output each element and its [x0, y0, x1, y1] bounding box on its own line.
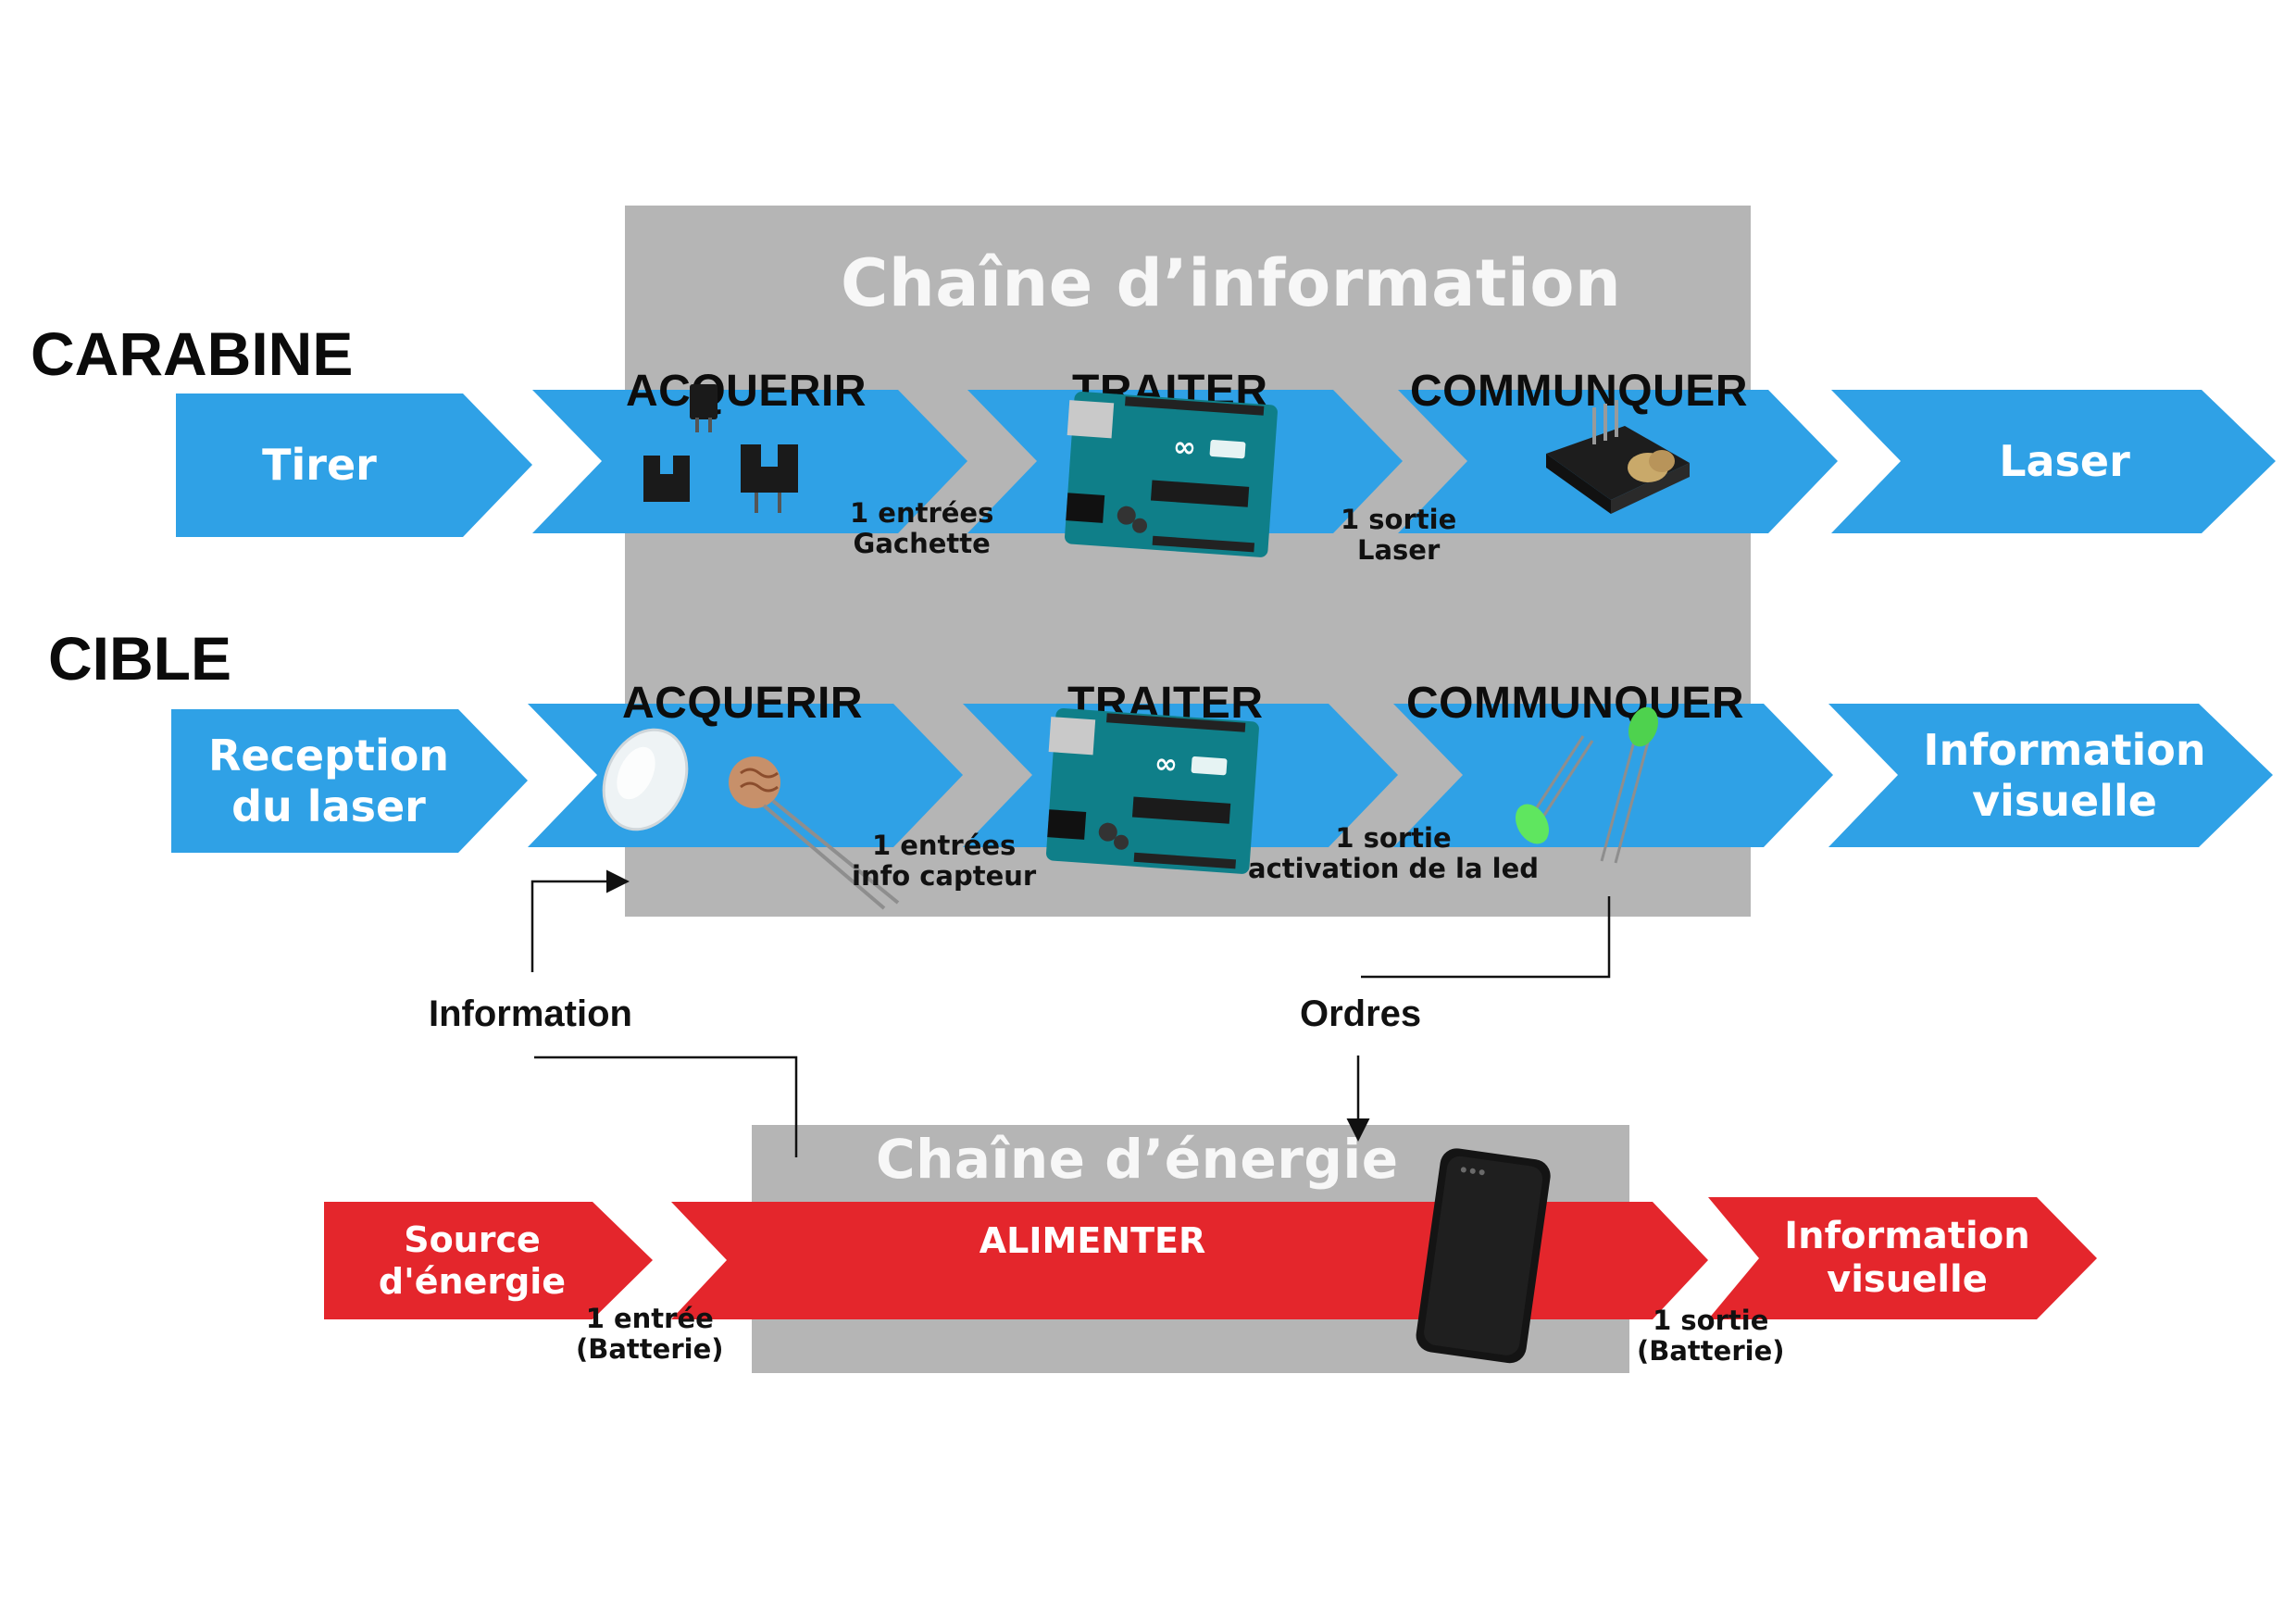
energy-chain-title: Chaîne d’énergie	[876, 1128, 1399, 1191]
power-bank-icon	[1416, 1148, 1551, 1364]
energy-output-note: 1 sortie (Batterie)	[1637, 1305, 1785, 1367]
carabine-acquerir-label: ACQUERIR	[626, 367, 867, 416]
energy-input-note: 1 entrée (Batterie)	[576, 1303, 724, 1365]
carabine-output-note: 1 sortie Laser	[1341, 504, 1457, 566]
cible-acquerir-label: ACQUERIR	[622, 679, 864, 728]
optical-fork-sensor-icon	[643, 384, 798, 513]
laser-module-icon	[1546, 400, 1690, 514]
energy-output-arrow	[1708, 1197, 2097, 1319]
carabine-communiquer-label: COMMUNQUER	[1410, 367, 1748, 416]
cible-row-label: CIBLE	[48, 624, 231, 693]
photoresistor-icon	[729, 756, 900, 910]
carabine-input-arrow	[176, 394, 532, 537]
carabine-arduino-uno-board-icon: ∞	[1065, 391, 1278, 557]
cible-output-label: Information visuelle	[1923, 725, 2206, 826]
cible-communiquer-label: COMMUNQUER	[1406, 679, 1744, 728]
cible-input-arrow	[171, 709, 528, 853]
orders-flow-label: Ordres	[1300, 993, 1422, 1034]
lens-icon	[602, 728, 689, 831]
svg-text:∞: ∞	[1172, 431, 1197, 465]
energy-input-arrow	[324, 1202, 653, 1319]
svg-text:∞: ∞	[1154, 747, 1179, 781]
information-chain-title: Chaîne d’information	[841, 245, 1622, 321]
cible-arduino-uno-board-icon: ∞	[1046, 707, 1259, 874]
carabine-output-label: Laser	[1999, 436, 2130, 487]
carabine-input-label: Tirer	[262, 440, 377, 491]
carabine-row-label: CARABINE	[31, 319, 354, 388]
carabine-output-arrow	[1831, 390, 2276, 533]
energy-output-label: Information visuelle	[1784, 1214, 2030, 1301]
cible-output-note: 1 sortie activation de la led	[1248, 822, 1540, 884]
cible-input-label: Reception du laser	[207, 731, 450, 831]
energy-alimenter-label: ALIMENTER	[979, 1219, 1206, 1261]
cible-communiquer-chevron	[1393, 704, 1833, 847]
carabine-input-note: 1 entrées Gachette	[850, 497, 994, 559]
green-led-icon	[1515, 706, 1658, 864]
cible-output-arrow	[1828, 704, 2273, 847]
energy-input-label: Source d'énergie	[378, 1218, 567, 1302]
information-flow-label: Information	[429, 993, 632, 1034]
cible-input-note: 1 entrées info capteur	[852, 830, 1037, 892]
